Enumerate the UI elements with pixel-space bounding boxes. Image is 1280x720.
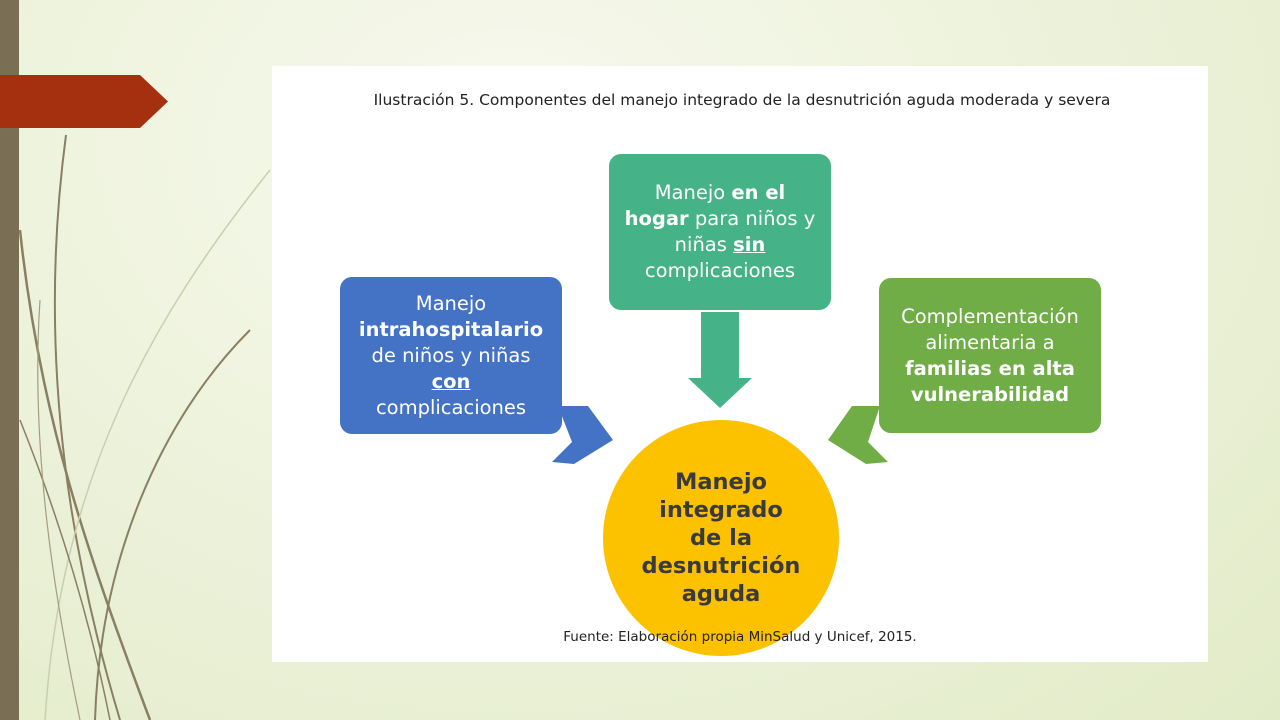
red-accent-tab	[0, 75, 168, 128]
decorative-grass-lines	[18, 134, 271, 720]
center-line2: integrado	[659, 497, 783, 523]
box-top-line4: complicaciones	[644, 259, 796, 282]
source-note: Fuente: Elaboración propia MinSalud y Un…	[563, 629, 917, 645]
box-food-supplementation: Complementación alimentaria a familias e…	[879, 278, 1101, 433]
box-left-line2: intrahospitalario	[358, 317, 544, 341]
box-right-line3: familias en alta	[905, 356, 1075, 380]
box-hospital-management: Manejo intrahospitalario de niños y niña…	[340, 277, 562, 434]
arrow-blue-main	[552, 406, 613, 464]
box-right-line4: vulnerabilidad	[910, 382, 1070, 406]
box-right-line2: alimentaria a	[925, 330, 1055, 354]
box-left-line1: Manejo	[415, 291, 487, 315]
box-left-line3: de niños y niñas	[371, 343, 531, 367]
center-line5: aguda	[681, 581, 761, 607]
box-top-line3b: sin	[733, 233, 766, 256]
arrow-teal-shaft	[701, 312, 739, 378]
box-top-line1a: Manejo	[654, 181, 732, 204]
center-integrated-management: Manejo integrado de la desnutrición agud…	[603, 420, 839, 656]
box-top-line1b: en el	[731, 181, 786, 204]
box-left-line5: complicaciones	[375, 395, 527, 419]
box-top-line2b: para niños y	[688, 207, 816, 230]
box-left-line4: con	[431, 369, 471, 393]
center-line1: Manejo	[674, 469, 767, 495]
box-top-line3a: niñas	[674, 233, 734, 256]
arrow-teal-head	[688, 378, 752, 408]
center-line4: desnutrición	[641, 553, 801, 579]
diagram-arrows	[552, 312, 888, 464]
illustration-panel: Ilustración 5. Componentes del manejo in…	[272, 66, 1208, 662]
figure-caption: Ilustración 5. Componentes del manejo in…	[373, 91, 1111, 109]
arrow-green-main	[828, 406, 888, 464]
center-line3: de la	[689, 525, 753, 551]
box-top-line2a: hogar	[624, 207, 689, 230]
box-right-line1: Complementación	[901, 304, 1079, 328]
slide-left-bar	[0, 0, 19, 720]
box-home-management: Manejo en el hogar para niños y niñas si…	[609, 154, 831, 310]
